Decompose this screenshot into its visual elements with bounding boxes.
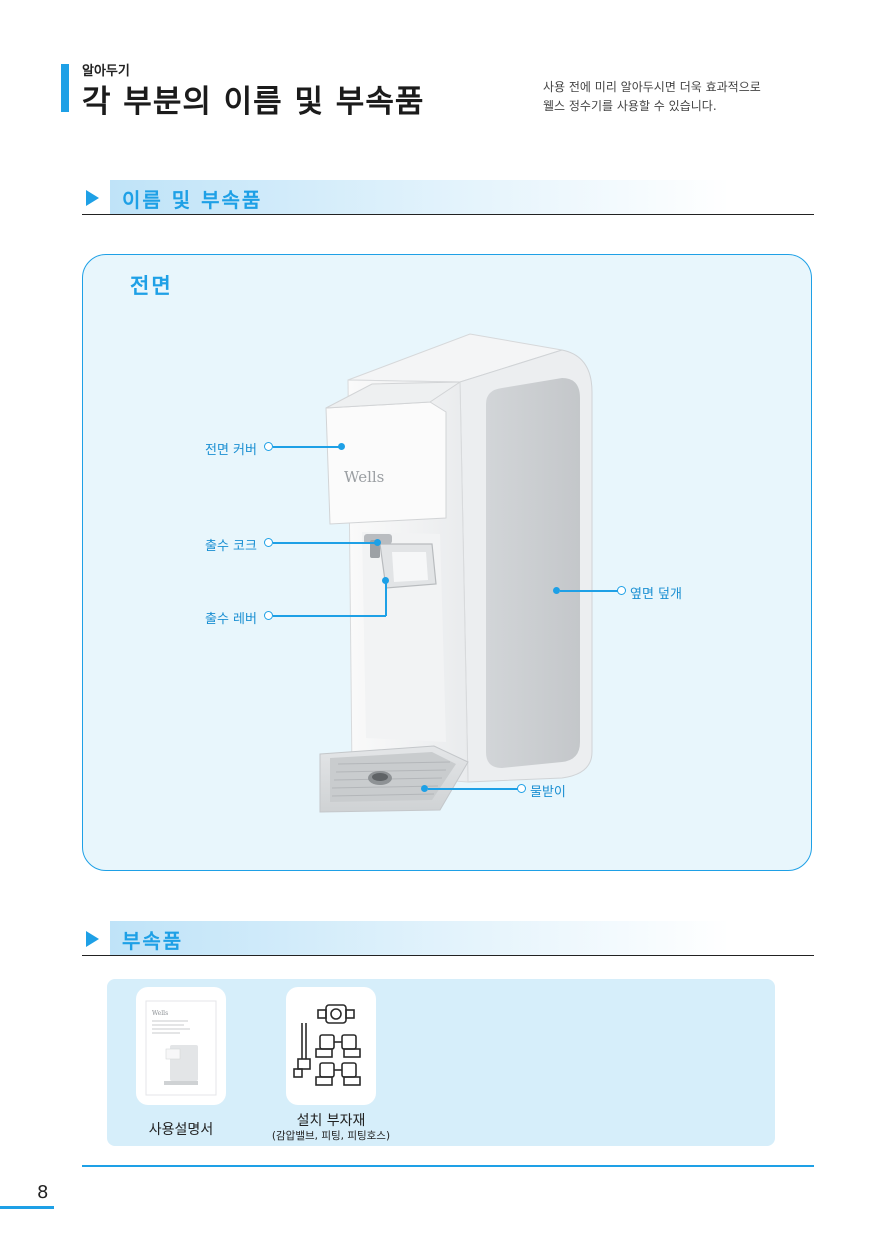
svg-text:Wells: Wells — [152, 1010, 168, 1017]
section-header-names: 이름 및 부속품 — [82, 180, 814, 215]
callout-ring — [617, 586, 626, 595]
section-title: 부속품 — [122, 929, 184, 953]
callout-ring — [264, 538, 273, 547]
callout-dot — [421, 785, 428, 792]
kicker: 알아두기 — [82, 64, 130, 79]
triangle-right-icon — [86, 190, 99, 206]
install-parts-card — [286, 987, 376, 1105]
intro-text: 사용 전에 미리 알아두시면 더욱 효과적으로 웰스 정수기를 사용할 수 있습… — [543, 78, 803, 116]
section-band — [110, 180, 730, 214]
label-outlet-cock: 출수 코크 — [205, 539, 257, 554]
callout-ring — [264, 611, 273, 620]
fittings-icon — [293, 1004, 361, 1086]
install-parts-sublabel: (감압밸브, 피팅, 피팅호스) — [271, 1130, 391, 1142]
bottom-rule — [82, 1165, 814, 1167]
callout-line — [273, 446, 339, 448]
callout-line — [273, 542, 375, 544]
water-purifier-illustration: Wells — [319, 333, 593, 813]
callout-dot — [382, 577, 389, 584]
manual-label: 사용설명서 — [148, 1122, 214, 1138]
callout-line-vertical — [385, 582, 387, 616]
manual-thumbnail: Wells — [145, 1000, 217, 1096]
callout-dot — [553, 587, 560, 594]
title-accent-bar — [61, 64, 69, 112]
callout-ring — [264, 442, 273, 451]
section-header-accessories: 부속품 — [82, 921, 814, 956]
section-band — [110, 921, 730, 955]
wells-logo: Wells — [344, 468, 384, 486]
callout-line — [273, 615, 386, 617]
page-number: 8 — [37, 1182, 49, 1203]
triangle-right-icon — [86, 931, 99, 947]
label-front-cover: 전면 커버 — [205, 443, 257, 458]
label-side-cover: 옆면 덮개 — [630, 587, 682, 602]
callout-dot — [338, 443, 345, 450]
callout-line — [428, 788, 518, 790]
front-view-title: 전면 — [130, 274, 173, 298]
manual-card: Wells — [136, 987, 226, 1105]
intro-line-2: 웰스 정수기를 사용할 수 있습니다. — [543, 99, 717, 113]
callout-ring — [517, 784, 526, 793]
label-outlet-lever: 출수 레버 — [205, 612, 257, 627]
page-number-bar — [0, 1206, 54, 1209]
section-title: 이름 및 부속품 — [122, 188, 263, 212]
page-title: 각 부분의 이름 및 부속품 — [82, 84, 425, 120]
label-drip-tray: 물받이 — [530, 785, 566, 800]
intro-line-1: 사용 전에 미리 알아두시면 더욱 효과적으로 — [543, 80, 761, 94]
callout-dot — [374, 539, 381, 546]
callout-line — [560, 590, 618, 592]
install-parts-label: 설치 부자재 — [296, 1113, 366, 1129]
